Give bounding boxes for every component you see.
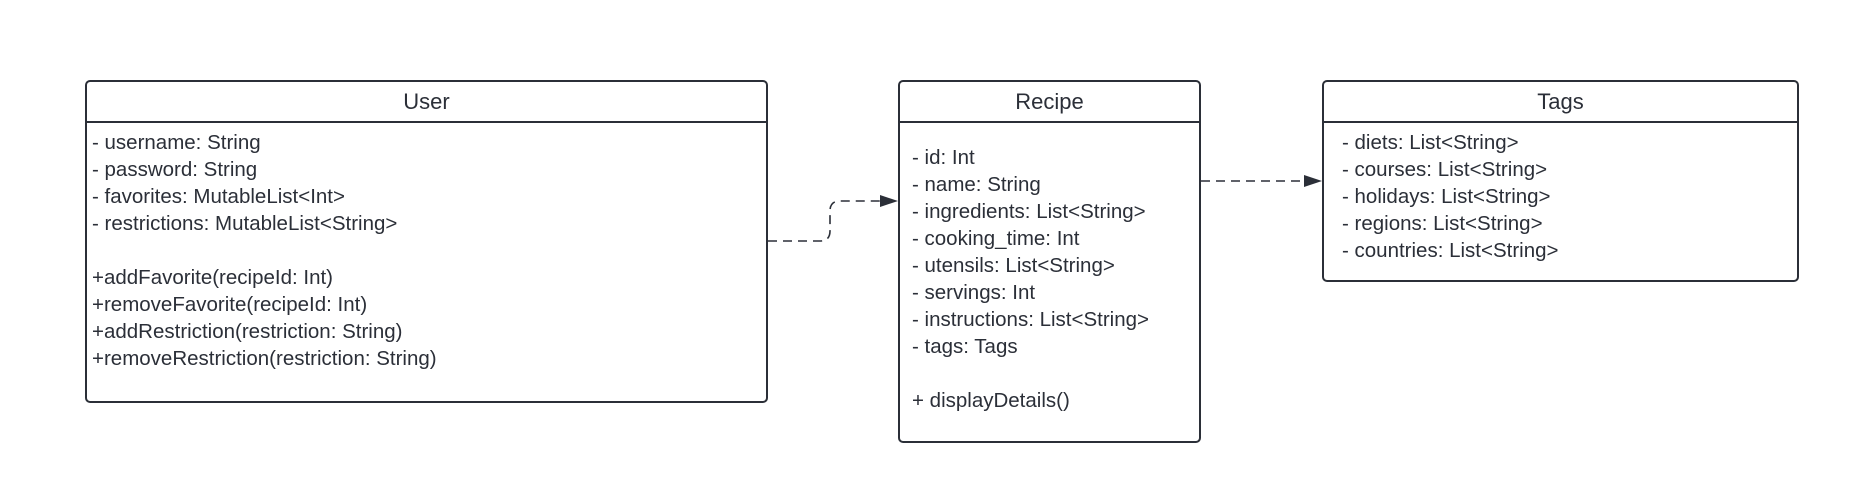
recipe-class-box[interactable]: Recipe - id: Int - name: String - ingred…: [898, 80, 1201, 443]
recipe-method: + displayDetails(): [912, 389, 1070, 412]
tags-attribute: - courses: List<String>: [1342, 158, 1548, 181]
user-class-title: User: [87, 82, 766, 123]
user-class-box[interactable]: User - username: String - password: Stri…: [85, 80, 768, 403]
user-attribute: - username: String: [92, 131, 261, 154]
recipe-class-title: Recipe: [900, 82, 1199, 123]
recipe-attribute: - instructions: List<String>: [912, 308, 1149, 331]
user-attribute: - favorites: MutableList<Int>: [92, 185, 345, 208]
recipe-attribute: - ingredients: List<String>: [912, 200, 1146, 223]
recipe-attribute: - utensils: List<String>: [912, 254, 1115, 277]
tags-attribute: - diets: List<String>: [1342, 131, 1519, 154]
recipe-attribute: - tags: Tags: [912, 335, 1018, 358]
tags-attribute: - regions: List<String>: [1342, 212, 1543, 235]
recipe-attribute: - name: String: [912, 173, 1041, 196]
user-attribute: - restrictions: MutableList<String>: [92, 212, 398, 235]
user-method: +removeFavorite(recipeId: Int): [92, 293, 368, 316]
user-method: +addFavorite(recipeId: Int): [92, 266, 333, 289]
tags-attribute: - countries: List<String>: [1342, 239, 1559, 262]
user-class-body: - username: String - password: String - …: [87, 123, 766, 372]
user-to-recipe-connector[interactable]: [768, 195, 898, 242]
tags-class-box[interactable]: Tags - diets: List<String> - courses: Li…: [1322, 80, 1799, 282]
recipe-attribute: - cooking_time: Int: [912, 227, 1080, 250]
user-attribute: - password: String: [92, 158, 258, 181]
user-method: +removeRestriction(restriction: String): [92, 347, 437, 370]
recipe-attribute: - servings: Int: [912, 281, 1036, 304]
tags-class-body: - diets: List<String> - courses: List<St…: [1324, 123, 1797, 264]
tags-attribute: - holidays: List<String>: [1342, 185, 1551, 208]
recipe-attribute: - id: Int: [912, 146, 975, 169]
recipe-class-body: - id: Int - name: String - ingredients: …: [900, 123, 1199, 414]
tags-class-title: Tags: [1324, 82, 1797, 123]
user-method: +addRestriction(restriction: String): [92, 320, 403, 343]
